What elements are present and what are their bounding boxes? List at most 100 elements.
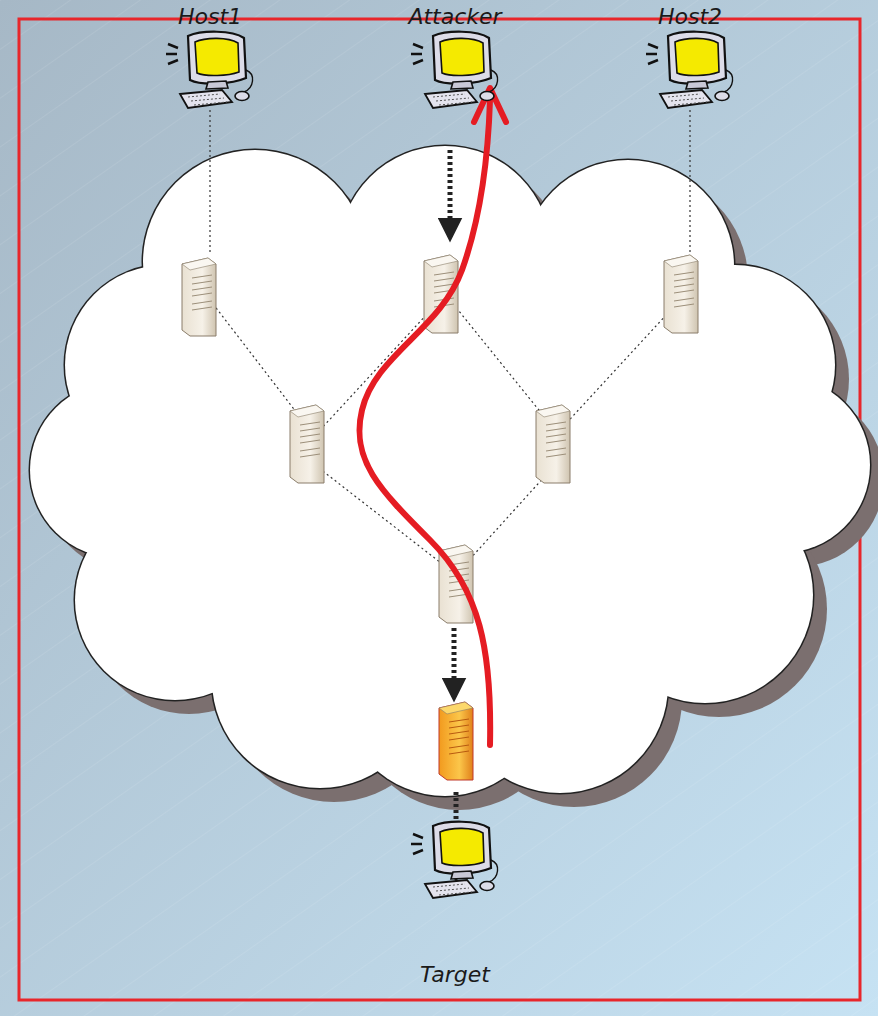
packet-arrow <box>448 150 453 240</box>
router-slot <box>449 719 469 722</box>
monitor-screen <box>195 38 239 75</box>
computer-icon <box>642 30 738 112</box>
router-slot <box>300 440 320 443</box>
router-body <box>290 405 324 483</box>
router-body <box>439 702 473 780</box>
monitor-body <box>188 32 246 84</box>
router-slot <box>434 278 454 281</box>
host-link <box>209 110 210 255</box>
cloud-outline <box>30 146 870 796</box>
router-slot <box>192 307 212 310</box>
router-slot <box>674 272 694 275</box>
router-slot <box>449 731 469 734</box>
packet-arrow <box>452 628 457 700</box>
router-slot <box>300 448 320 451</box>
host-label: Host1 <box>178 4 242 30</box>
monitor-screen <box>440 828 484 865</box>
router-link <box>315 465 450 570</box>
keyboard-keys <box>433 884 472 895</box>
router-slot <box>674 298 694 301</box>
cloud-core <box>128 240 768 700</box>
keyboard-keys <box>668 94 707 105</box>
router-slot <box>300 434 320 437</box>
cloud-body <box>30 146 870 796</box>
router-slot <box>546 440 566 443</box>
router-slot <box>449 737 469 740</box>
computer-icon <box>407 820 503 902</box>
router-slot <box>300 428 320 431</box>
mouse <box>480 92 494 101</box>
router-slot <box>674 290 694 293</box>
alert-lines <box>646 44 658 64</box>
monitor-body <box>433 822 491 874</box>
mouse-cable <box>489 70 498 92</box>
keyboard <box>180 90 232 108</box>
router-slot <box>192 281 212 284</box>
monitor-screen <box>440 38 484 75</box>
router-slot <box>192 275 212 278</box>
router-slot <box>300 454 320 457</box>
keyboard <box>425 880 477 898</box>
router-slot <box>300 422 320 425</box>
router-icon <box>439 702 473 780</box>
frame-border <box>19 19 860 1000</box>
keyboard <box>660 90 712 108</box>
router-slot <box>546 422 566 425</box>
mouse <box>715 92 729 101</box>
mouse <box>480 882 494 891</box>
router-body <box>182 258 216 336</box>
monitor-screen <box>675 38 719 75</box>
monitor-body <box>433 32 491 84</box>
router-icon <box>182 258 216 336</box>
host-link <box>689 110 690 255</box>
traceback-path <box>359 100 490 745</box>
keyboard <box>425 90 477 108</box>
monitor-body <box>668 32 726 84</box>
host-label: Attacker <box>408 4 501 30</box>
monitor-stand <box>451 81 473 89</box>
router-slot <box>674 304 694 307</box>
alert-lines <box>411 834 423 854</box>
router-slot <box>546 448 566 451</box>
router-slot <box>546 434 566 437</box>
alert-lines <box>411 44 423 64</box>
router-slot <box>434 272 454 275</box>
router-top <box>536 405 570 417</box>
router-slot <box>192 287 212 290</box>
network-links <box>210 110 690 570</box>
computer-node: Host1 <box>150 4 270 134</box>
keyboard-keys <box>188 94 227 105</box>
mouse-cable <box>489 860 498 882</box>
monitor-stand <box>206 81 228 89</box>
router-slot <box>674 278 694 281</box>
monitor-stand <box>686 81 708 89</box>
router-slot <box>449 745 469 748</box>
host-label: Target <box>420 962 490 988</box>
router-slot <box>449 725 469 728</box>
router-slot <box>546 428 566 431</box>
router-slot <box>546 454 566 457</box>
router-body <box>536 405 570 483</box>
computer-node: Attacker <box>385 4 525 134</box>
router-link <box>560 300 680 430</box>
computer-node: Target <box>395 820 515 1000</box>
router-slot <box>192 301 212 304</box>
router-icon <box>664 255 698 333</box>
mouse-cable <box>724 70 733 92</box>
routers <box>182 255 698 780</box>
router-top <box>664 255 698 267</box>
router-slot <box>674 284 694 287</box>
router-top <box>439 702 473 714</box>
router-top <box>424 255 458 267</box>
computer-icon <box>162 30 258 112</box>
computer-icon <box>407 30 503 112</box>
cloud-core <box>128 240 768 700</box>
router-icon <box>290 405 324 483</box>
monitor-stand <box>451 871 473 879</box>
computer-node: Host2 <box>630 4 750 134</box>
alert-lines <box>166 44 178 64</box>
router-body <box>664 255 698 333</box>
